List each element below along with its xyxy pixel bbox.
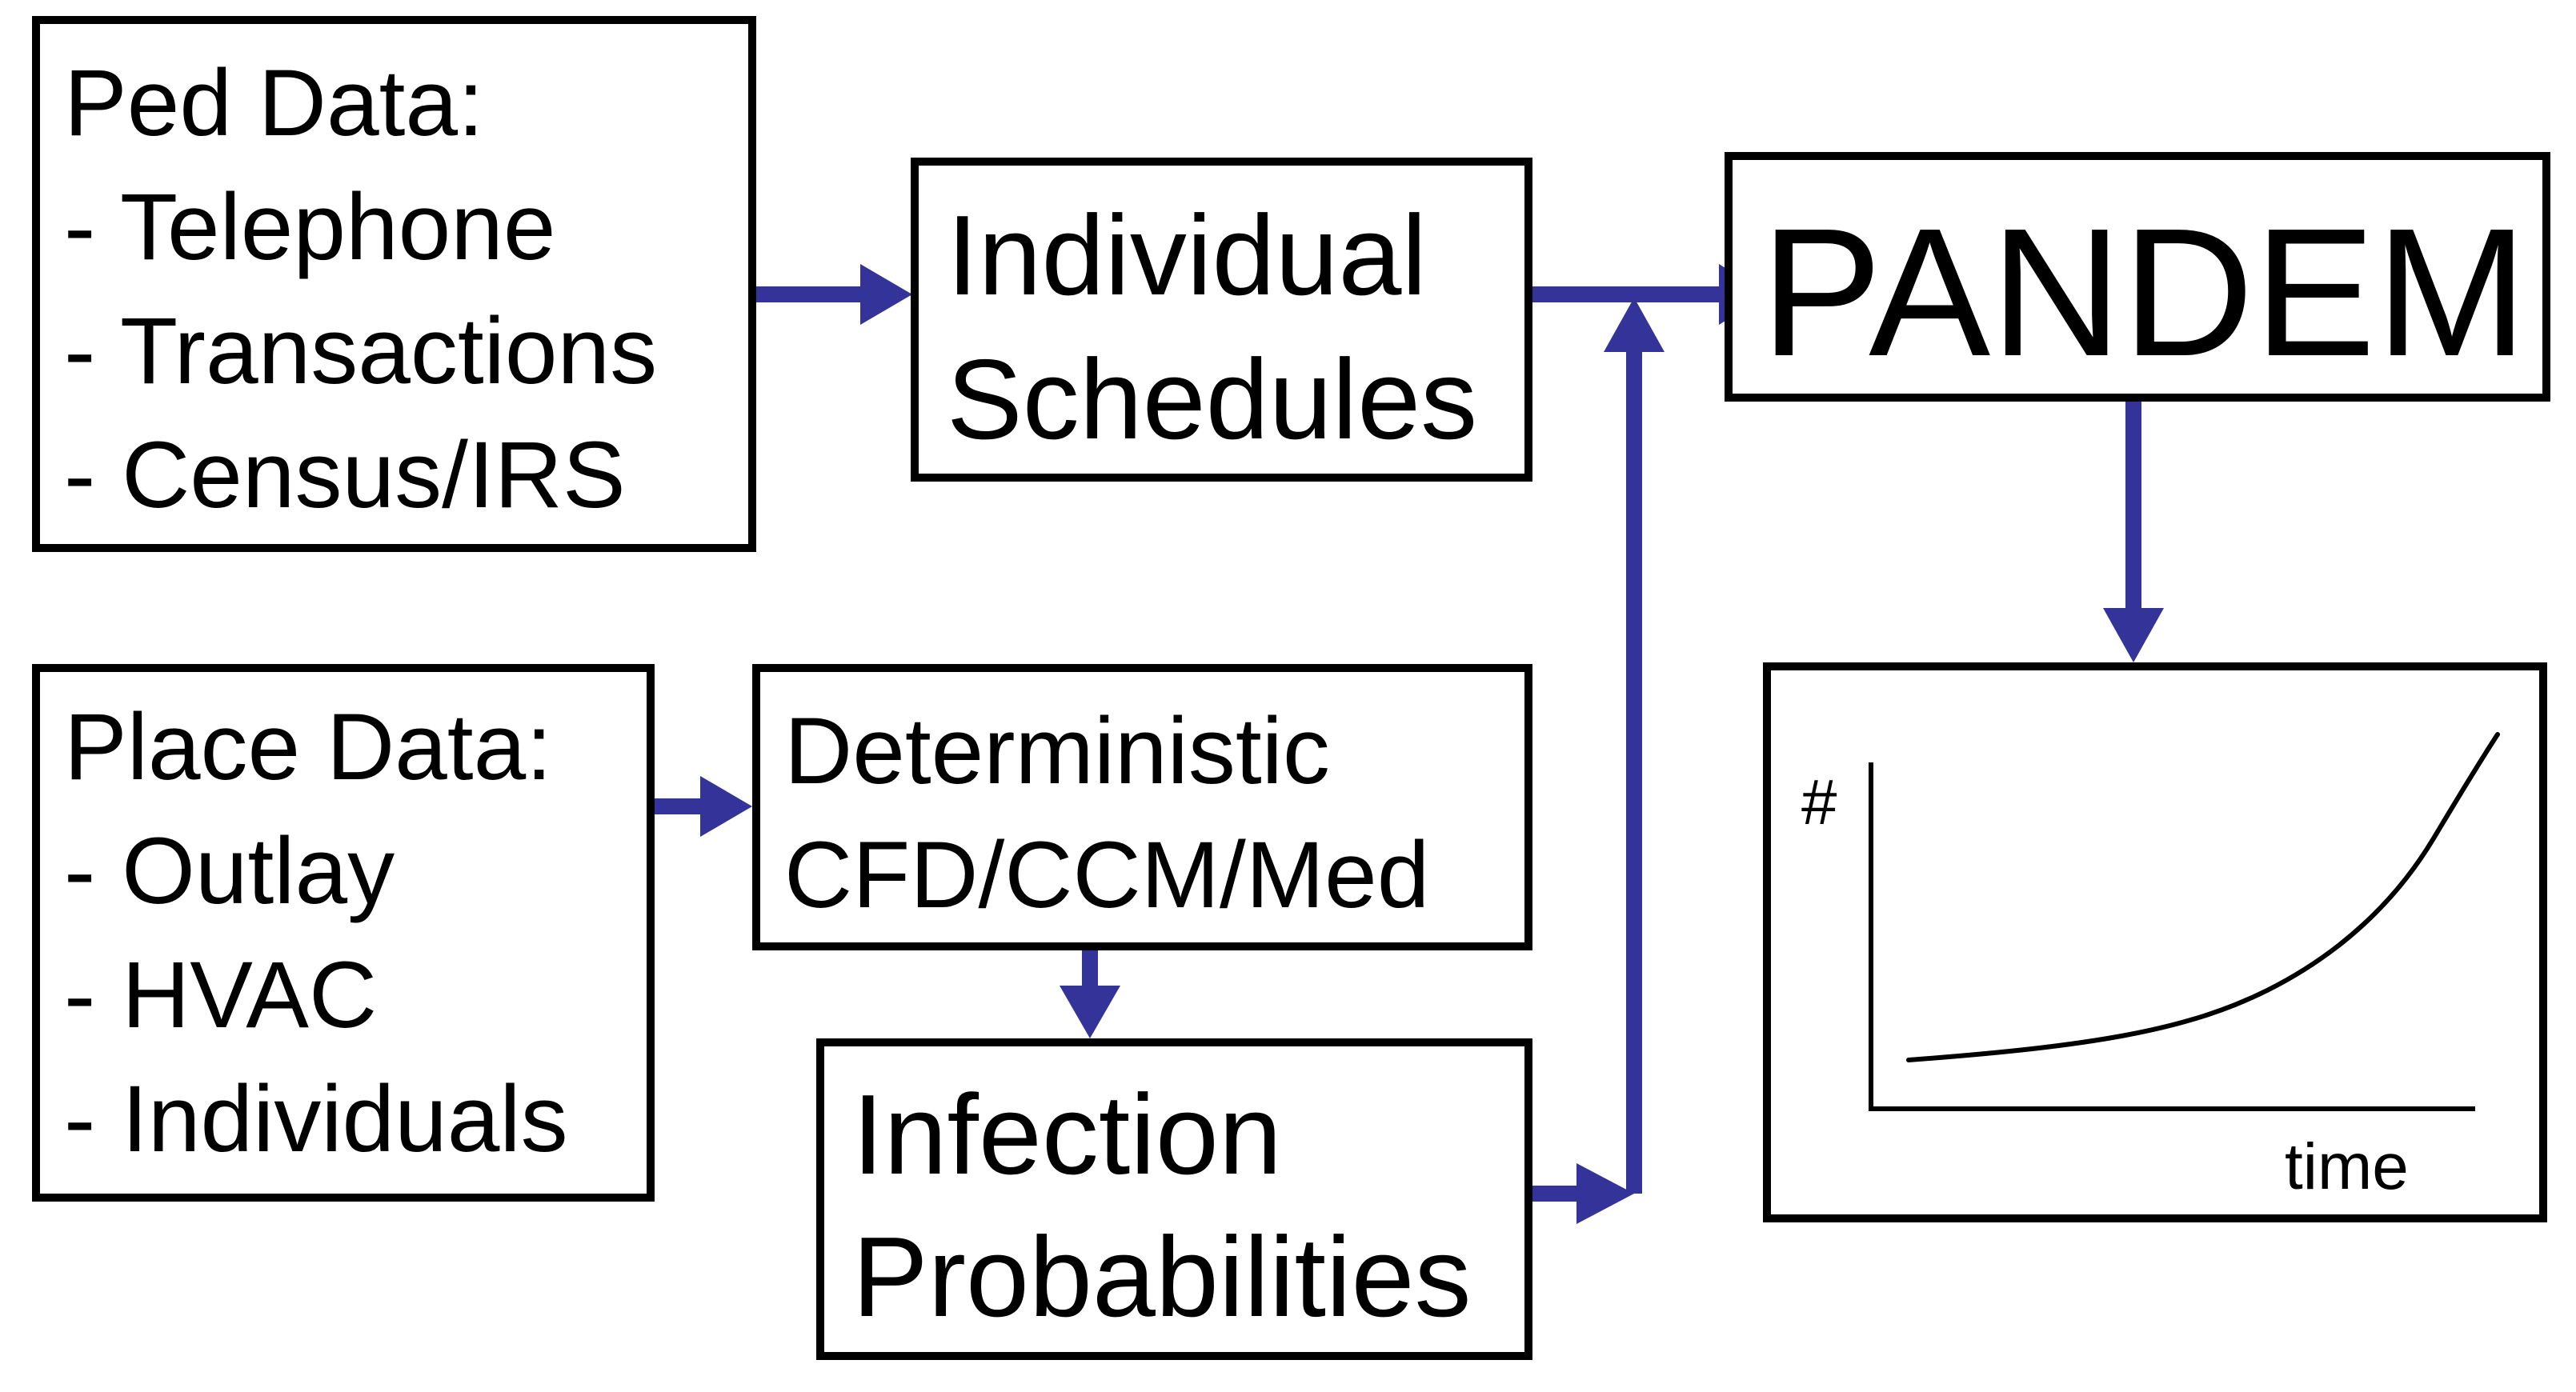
ped-data-item: - Telephone (64, 174, 556, 280)
arrow-place-to-deterministic-head (700, 776, 752, 837)
place-data-item: - Individuals (64, 1066, 568, 1172)
output-chart-plot (1869, 732, 2500, 1111)
arrow-infection-horizontal-shaft (1522, 1186, 1578, 1202)
individual-schedules-line: Schedules (947, 336, 1478, 463)
pandem-box: PANDEM (1725, 152, 2550, 402)
arrow-pandem-to-chart-head (2103, 608, 2164, 662)
arrow-infection-vertical-head (1604, 298, 1665, 352)
deterministic-box: Deterministic CFD/CCM/Med (752, 664, 1532, 950)
arrow-pandem-to-chart-shaft (2125, 398, 2141, 614)
arrow-place-to-deterministic-shaft (650, 798, 706, 814)
arrow-infection-horizontal-head (1576, 1163, 1634, 1224)
ped-data-item: - Census/IRS (64, 422, 626, 528)
ped-data-title: Ped Data: (64, 50, 484, 156)
deterministic-line: Deterministic (784, 698, 1330, 804)
ped-data-box: Ped Data: - Telephone - Transactions - C… (32, 16, 756, 552)
arrow-infection-vertical-shaft (1626, 344, 1642, 1194)
ped-data-item: - Transactions (64, 298, 658, 404)
place-data-item: - HVAC (64, 942, 378, 1048)
individual-schedules-box: Individual Schedules (911, 158, 1532, 482)
growth-curve (1906, 732, 2500, 1062)
individual-schedules-line: Individual (947, 192, 1427, 319)
y-axis-symbol: # (1801, 766, 1837, 838)
infection-probabilities-line: Infection (852, 1071, 1282, 1198)
arrow-schedules-to-pandem-shaft (1522, 286, 1722, 302)
arrow-deterministic-to-infection-head (1060, 986, 1120, 1038)
arrow-ped-to-schedules-head (860, 264, 912, 325)
place-data-title: Place Data: (64, 694, 552, 800)
arrow-deterministic-to-infection-shaft (1082, 948, 1098, 992)
output-chart-box: # time (1763, 662, 2547, 1222)
infection-probabilities-line: Probabilities (852, 1214, 1472, 1341)
place-data-item: - Outlay (64, 818, 395, 924)
pandem-label: PANDEM (1761, 191, 2528, 394)
deterministic-line: CFD/CCM/Med (784, 822, 1430, 928)
place-data-box: Place Data: - Outlay - HVAC - Individual… (32, 664, 655, 1202)
arrow-ped-to-schedules-shaft (752, 286, 864, 302)
x-axis-label: time (2285, 1130, 2409, 1203)
infection-probabilities-box: Infection Probabilities (816, 1038, 1532, 1360)
